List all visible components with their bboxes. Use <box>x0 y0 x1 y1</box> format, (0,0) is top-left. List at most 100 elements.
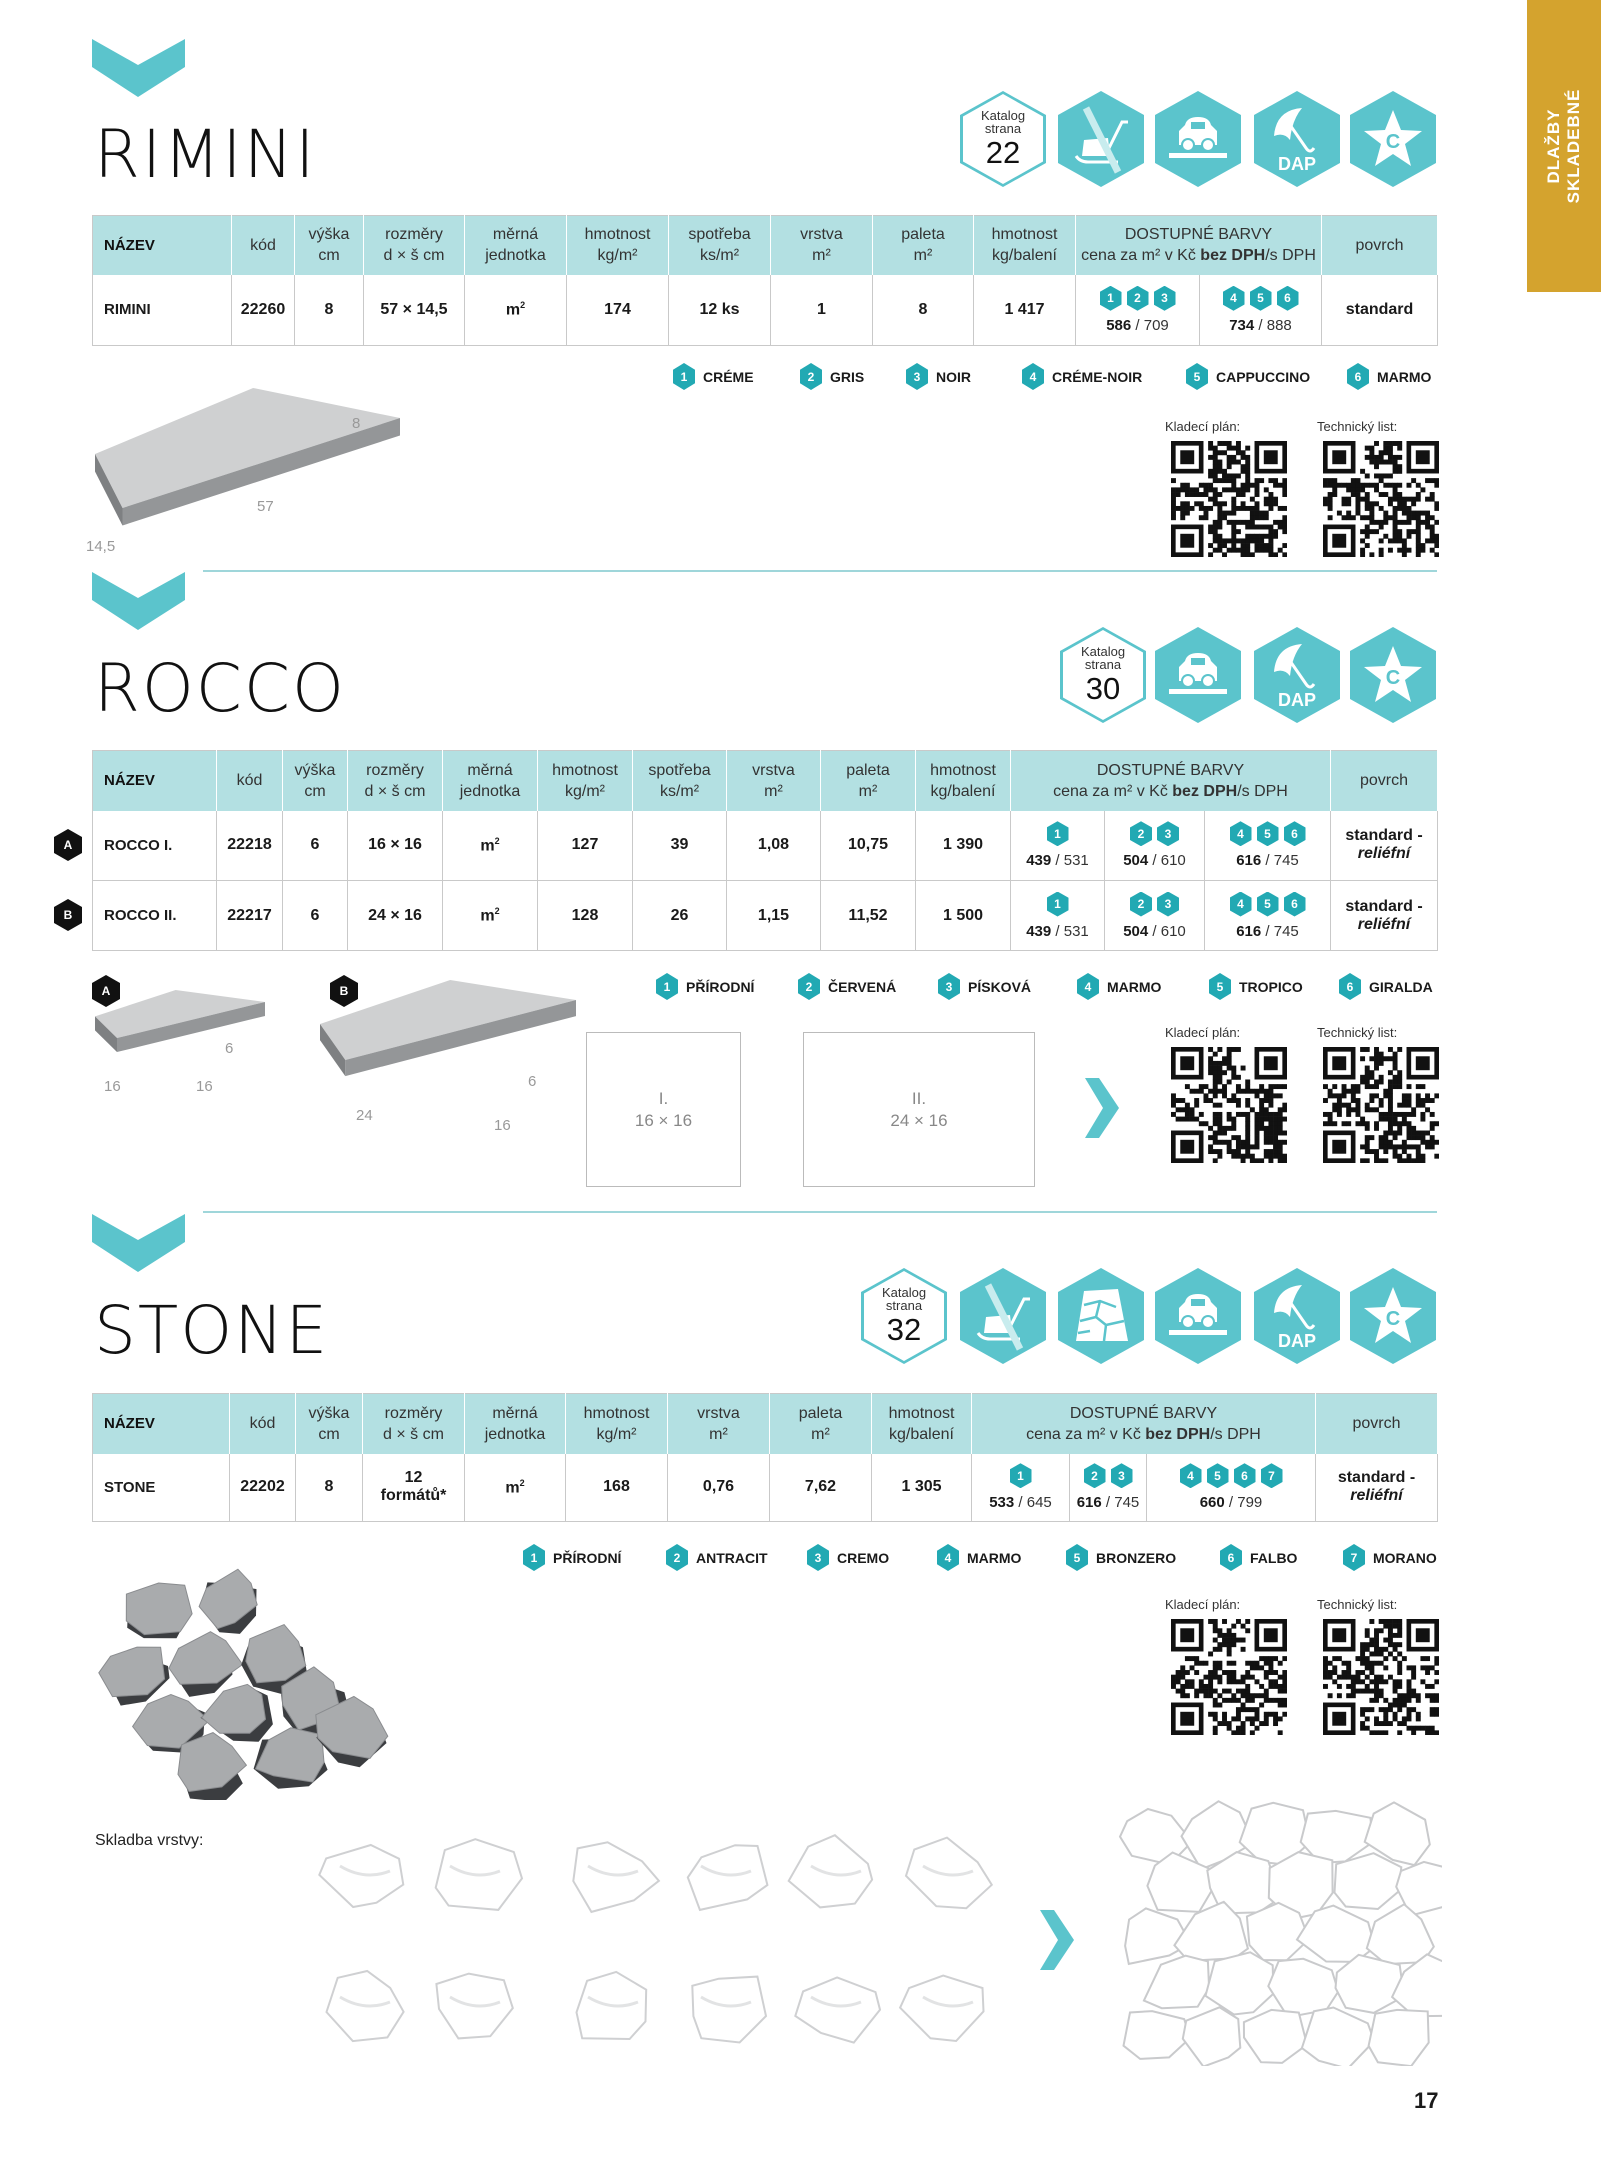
row-marker: B <box>54 899 82 931</box>
price-bez-dph: 586 <box>1106 316 1132 334</box>
column-header-text: cm <box>318 1425 340 1443</box>
column-header: měrná jednotka <box>464 1393 566 1454</box>
c-star-icon: C <box>1350 91 1436 187</box>
column-header-text: kg/m² <box>596 1425 637 1443</box>
dimension-label: 6 <box>528 1073 537 1090</box>
colors-header-title: DOSTUPNÉ BARVY <box>1124 226 1273 244</box>
colors-header-title: DOSTUPNÉ BARVY <box>1069 1404 1218 1422</box>
column-header-text: měrná <box>492 1404 538 1422</box>
color-badge: 2 <box>666 1544 688 1571</box>
color-legend-name: TROPICO <box>1239 978 1303 995</box>
qr-kladeci-plan[interactable] <box>1170 1046 1288 1164</box>
dap-umbrella-icon: DAP <box>1254 1268 1340 1364</box>
table-cell: m2 <box>464 1453 566 1522</box>
table-cell: 22260 <box>231 274 295 346</box>
color-badge: 5 <box>1206 1463 1229 1489</box>
povrch-text: reliéfní <box>1357 915 1411 933</box>
product-name-cell: ROCCO II. <box>92 880 217 951</box>
column-header: NÁZEV <box>92 1393 230 1454</box>
povrch-text: standard <box>1345 300 1414 318</box>
color-badge: 1 <box>673 363 695 390</box>
qr-kladeci-plan[interactable] <box>1170 440 1288 558</box>
dimension-label: 8 <box>352 415 361 432</box>
color-badge: 3 <box>1157 891 1179 917</box>
color-legend-name: GRIS <box>830 368 865 385</box>
rimini-product-image <box>85 368 410 588</box>
catalog-label: strana <box>984 121 1022 136</box>
color-badge: 1 <box>656 973 678 1000</box>
price-text: 734 / 888 <box>1200 317 1321 334</box>
column-header-text: spotřeba <box>648 761 711 779</box>
color-badge: 4 <box>1229 891 1252 917</box>
column-header: kód <box>216 750 283 811</box>
product-name-cell: ROCCO I. <box>92 810 217 881</box>
color-badge: 5 <box>1066 1544 1088 1571</box>
catalog-label: strana <box>1084 657 1122 672</box>
color-badge: 6 <box>1283 891 1306 917</box>
color-badge: 2 <box>1083 1463 1106 1489</box>
svg-text:C: C <box>1386 1308 1400 1330</box>
price-text: 616 / 745 <box>1205 852 1330 869</box>
column-header-text: rozměry <box>384 1404 443 1422</box>
column-header-text: paleta <box>798 1404 843 1422</box>
qr-kladeci-plan[interactable] <box>1170 1618 1288 1736</box>
catalog-label: Katalog <box>980 108 1026 123</box>
table-cell: 8 <box>872 274 974 346</box>
table-cell: 1 305 <box>871 1453 972 1522</box>
color-badge: 6 <box>1339 973 1361 1000</box>
colors-header-bold: bez DPH <box>1172 782 1238 800</box>
qr-label: Technický list: <box>1317 419 1398 434</box>
product-name-cell: RIMINI <box>92 274 232 346</box>
color-badge: 1 <box>1046 821 1069 847</box>
column-header-text: NÁZEV <box>104 1415 155 1433</box>
table-cell: 1 <box>770 274 873 346</box>
table-cell: 10,75 <box>820 810 916 881</box>
column-header-text: jednotka <box>484 1425 546 1443</box>
price-bez-dph: 734 <box>1229 316 1255 334</box>
svg-text:C: C <box>1386 131 1400 153</box>
table-cell: 24 × 16 <box>347 880 443 951</box>
povrch-cell: standard -reliéfní <box>1330 880 1438 951</box>
qr-technicky-list[interactable] <box>1322 1618 1440 1736</box>
color-legend-name: CRÉME-NOIR <box>1052 368 1143 385</box>
column-header-text: kg/balení <box>930 782 996 800</box>
qr-technicky-list[interactable] <box>1322 1046 1440 1164</box>
colors-header-pre: cena za m² v Kč <box>1053 782 1173 800</box>
color-badges: 1 <box>972 1463 1069 1489</box>
rocco-a-product-image <box>85 970 275 1108</box>
qr-technicky-list[interactable] <box>1322 440 1440 558</box>
tile-layout-size: 16 × 16 <box>634 1110 693 1130</box>
stone-format-outline <box>671 1957 781 2057</box>
svg-text:C: C <box>1386 667 1400 689</box>
dimension-label: 57 <box>257 498 274 515</box>
catalog-label: Katalog <box>1080 644 1126 659</box>
